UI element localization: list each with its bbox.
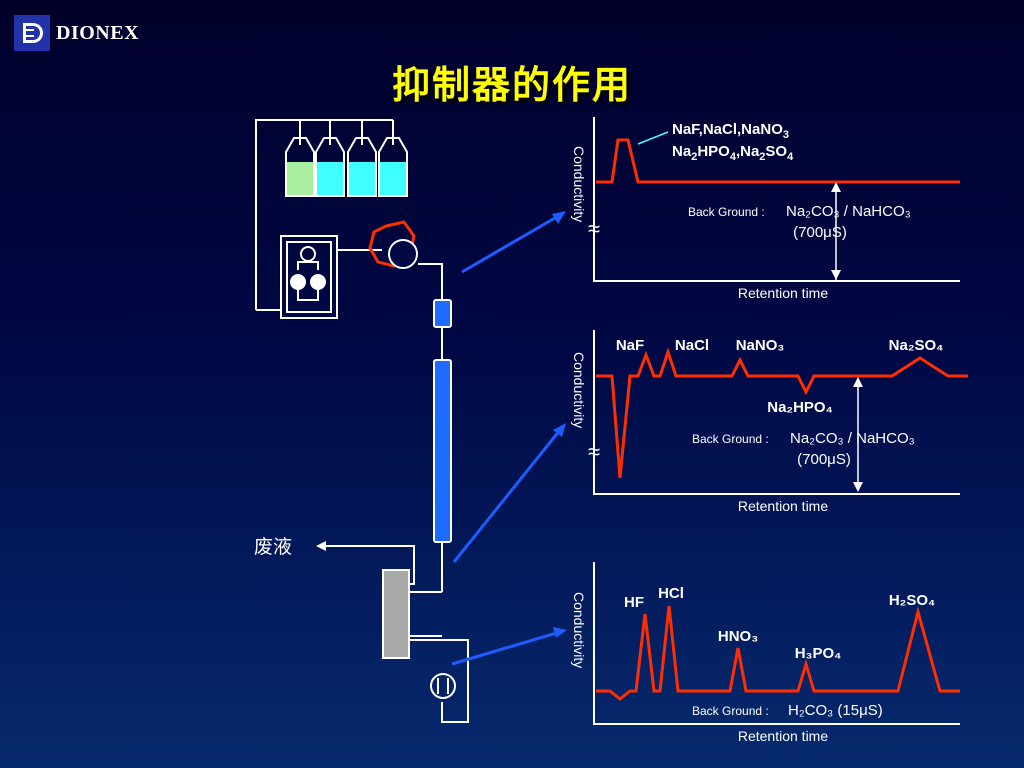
dionex-d-logo-icon <box>14 15 50 51</box>
background-formula: H₂CO₃ (15μS) <box>788 702 883 719</box>
dionex-logo: DIONEX <box>14 15 139 51</box>
x-axis-label: Retention time <box>738 728 828 744</box>
peak-label: Na₂SO₄ <box>889 337 944 354</box>
arrow-to-chart-2 <box>452 423 566 563</box>
guard-column <box>433 299 452 328</box>
arrow-to-chart-3 <box>451 627 567 666</box>
peak-label: H₂SO₄ <box>889 592 935 609</box>
axis-break-icon: ≈ <box>588 216 600 241</box>
peak-label: HCl <box>658 585 684 602</box>
background-prefix: Back Ground : <box>692 432 769 446</box>
background-marker <box>831 182 841 280</box>
chart-1: ≈ Conductivity Retention time NaF,NaCl,N… <box>571 117 960 301</box>
peak-label: NaF <box>616 337 644 354</box>
background-marker <box>853 377 863 492</box>
waste-arrow-icon <box>316 541 326 551</box>
chart-axes <box>593 330 960 495</box>
x-axis-label: Retention time <box>738 285 828 301</box>
peak-label: NaNO₃ <box>736 337 785 354</box>
background-prefix: Back Ground : <box>692 704 769 718</box>
eluent-bottle <box>285 120 315 197</box>
label-leader-line <box>637 131 669 145</box>
peak-label-line-1: NaF,NaCl,NaNO3 <box>672 121 789 141</box>
logo-text: DIONEX <box>56 21 140 44</box>
chromatogram-trace <box>596 347 968 479</box>
peak-label: NaCl <box>675 337 709 354</box>
chart-axes <box>593 117 960 282</box>
peak-label-line-2: Na2HPO4,Na2SO4 <box>672 143 794 163</box>
chart-axes <box>593 562 960 725</box>
waste-label: 废液 <box>254 536 292 558</box>
background-formula: Na₂CO₃ / NaHCO₃ <box>790 430 915 447</box>
eluent-bottles <box>285 120 408 197</box>
chromatogram-trace <box>596 138 960 184</box>
injection-valve <box>368 220 418 269</box>
background-formula: Na₂CO₃ / NaHCO₃ <box>786 203 911 220</box>
tubing <box>255 119 469 723</box>
x-axis-label: Retention time <box>738 498 828 514</box>
chart-3: Conductivity Retention time HF HCl HNO₃ … <box>571 562 960 744</box>
peak-label: HNO₃ <box>718 628 758 645</box>
background-value: (700μS) <box>797 451 851 468</box>
peak-label: Na₂HPO₄ <box>767 399 833 416</box>
peak-label: H₃PO₄ <box>795 645 842 662</box>
y-axis-label: Conductivity <box>571 352 587 428</box>
eluent-bottle <box>347 120 377 197</box>
y-axis-label: Conductivity <box>571 146 587 222</box>
suppressor <box>382 569 410 659</box>
peak-label: HF <box>624 594 644 611</box>
background-value: (700μS) <box>793 224 847 241</box>
pointer-arrows <box>451 211 567 666</box>
eluent-bottle <box>315 120 345 197</box>
y-axis-label: Conductivity <box>571 592 587 668</box>
pump <box>280 235 338 319</box>
eluent-bottle <box>378 120 408 197</box>
chromatogram-trace <box>596 605 960 701</box>
axis-break-icon: ≈ <box>588 439 600 464</box>
arrow-to-chart-1 <box>461 211 566 274</box>
separation-column <box>433 359 452 543</box>
conductivity-detector <box>430 673 456 699</box>
background-prefix: Back Ground : <box>688 205 765 219</box>
chart-2: ≈ Conductivity Retention time NaF NaCl N… <box>571 330 968 514</box>
page-title: 抑制器的作用 <box>391 63 632 107</box>
